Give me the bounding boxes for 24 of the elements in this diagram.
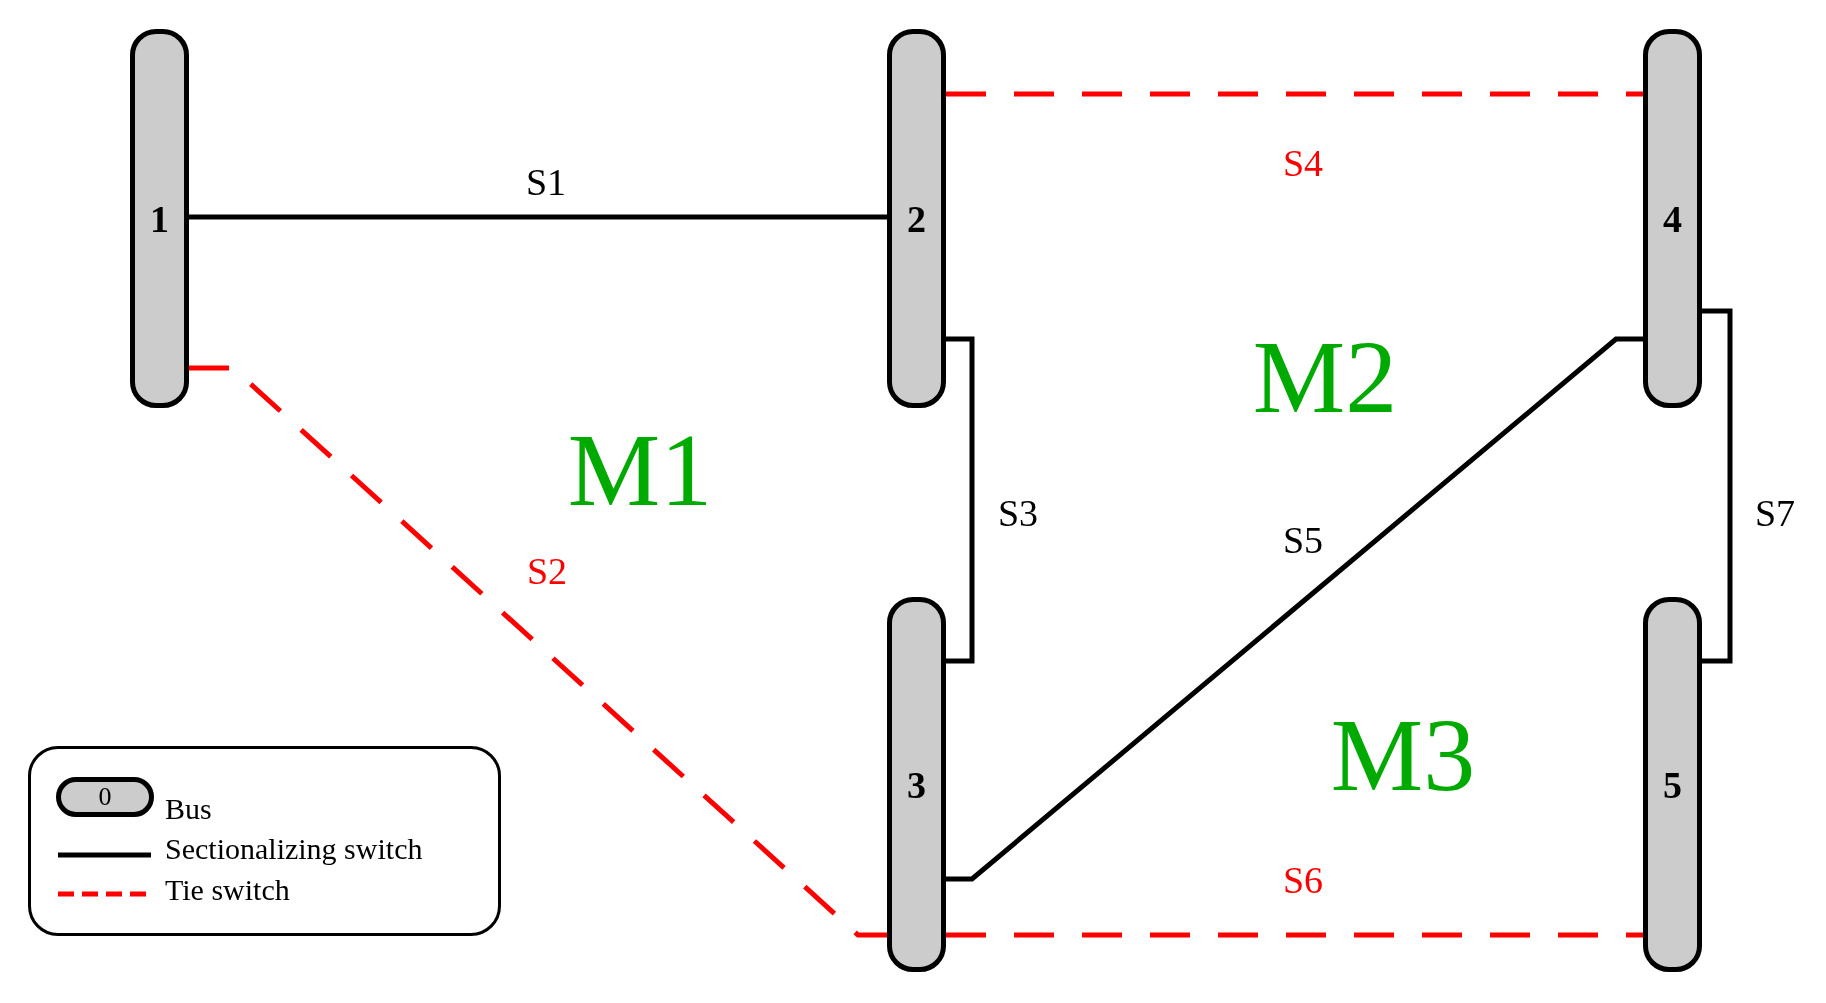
bus-number: 1 [150,199,169,238]
sectionalizing-switch-line [946,336,975,664]
legend-text: Tie switch [165,875,290,905]
region-label: M1 [567,418,713,522]
bus-bar [1643,29,1702,408]
legend-text: Sectionalizing switch [165,834,423,864]
bus-bar [130,29,189,408]
tie-switch-line [946,932,1643,938]
region-label: M3 [1330,703,1476,807]
bus-number: 0 [98,784,112,810]
bus-bar [887,597,946,972]
region-label: M2 [1252,325,1398,429]
tie-switch-line [189,365,887,938]
bus-number: 5 [1663,765,1682,804]
tie-switch-line [946,91,1643,97]
sectionalizing-switch-line [946,336,1643,882]
bus-bar [887,29,946,408]
bus-number: 3 [907,765,926,804]
sectionalizing-switch-line [1702,308,1733,664]
legend-text: Bus [165,794,212,824]
bus-bar [1643,597,1702,972]
sectionalizing-switch-line [189,214,887,220]
bus-number: 2 [907,199,926,238]
bus-number: 4 [1663,199,1682,238]
